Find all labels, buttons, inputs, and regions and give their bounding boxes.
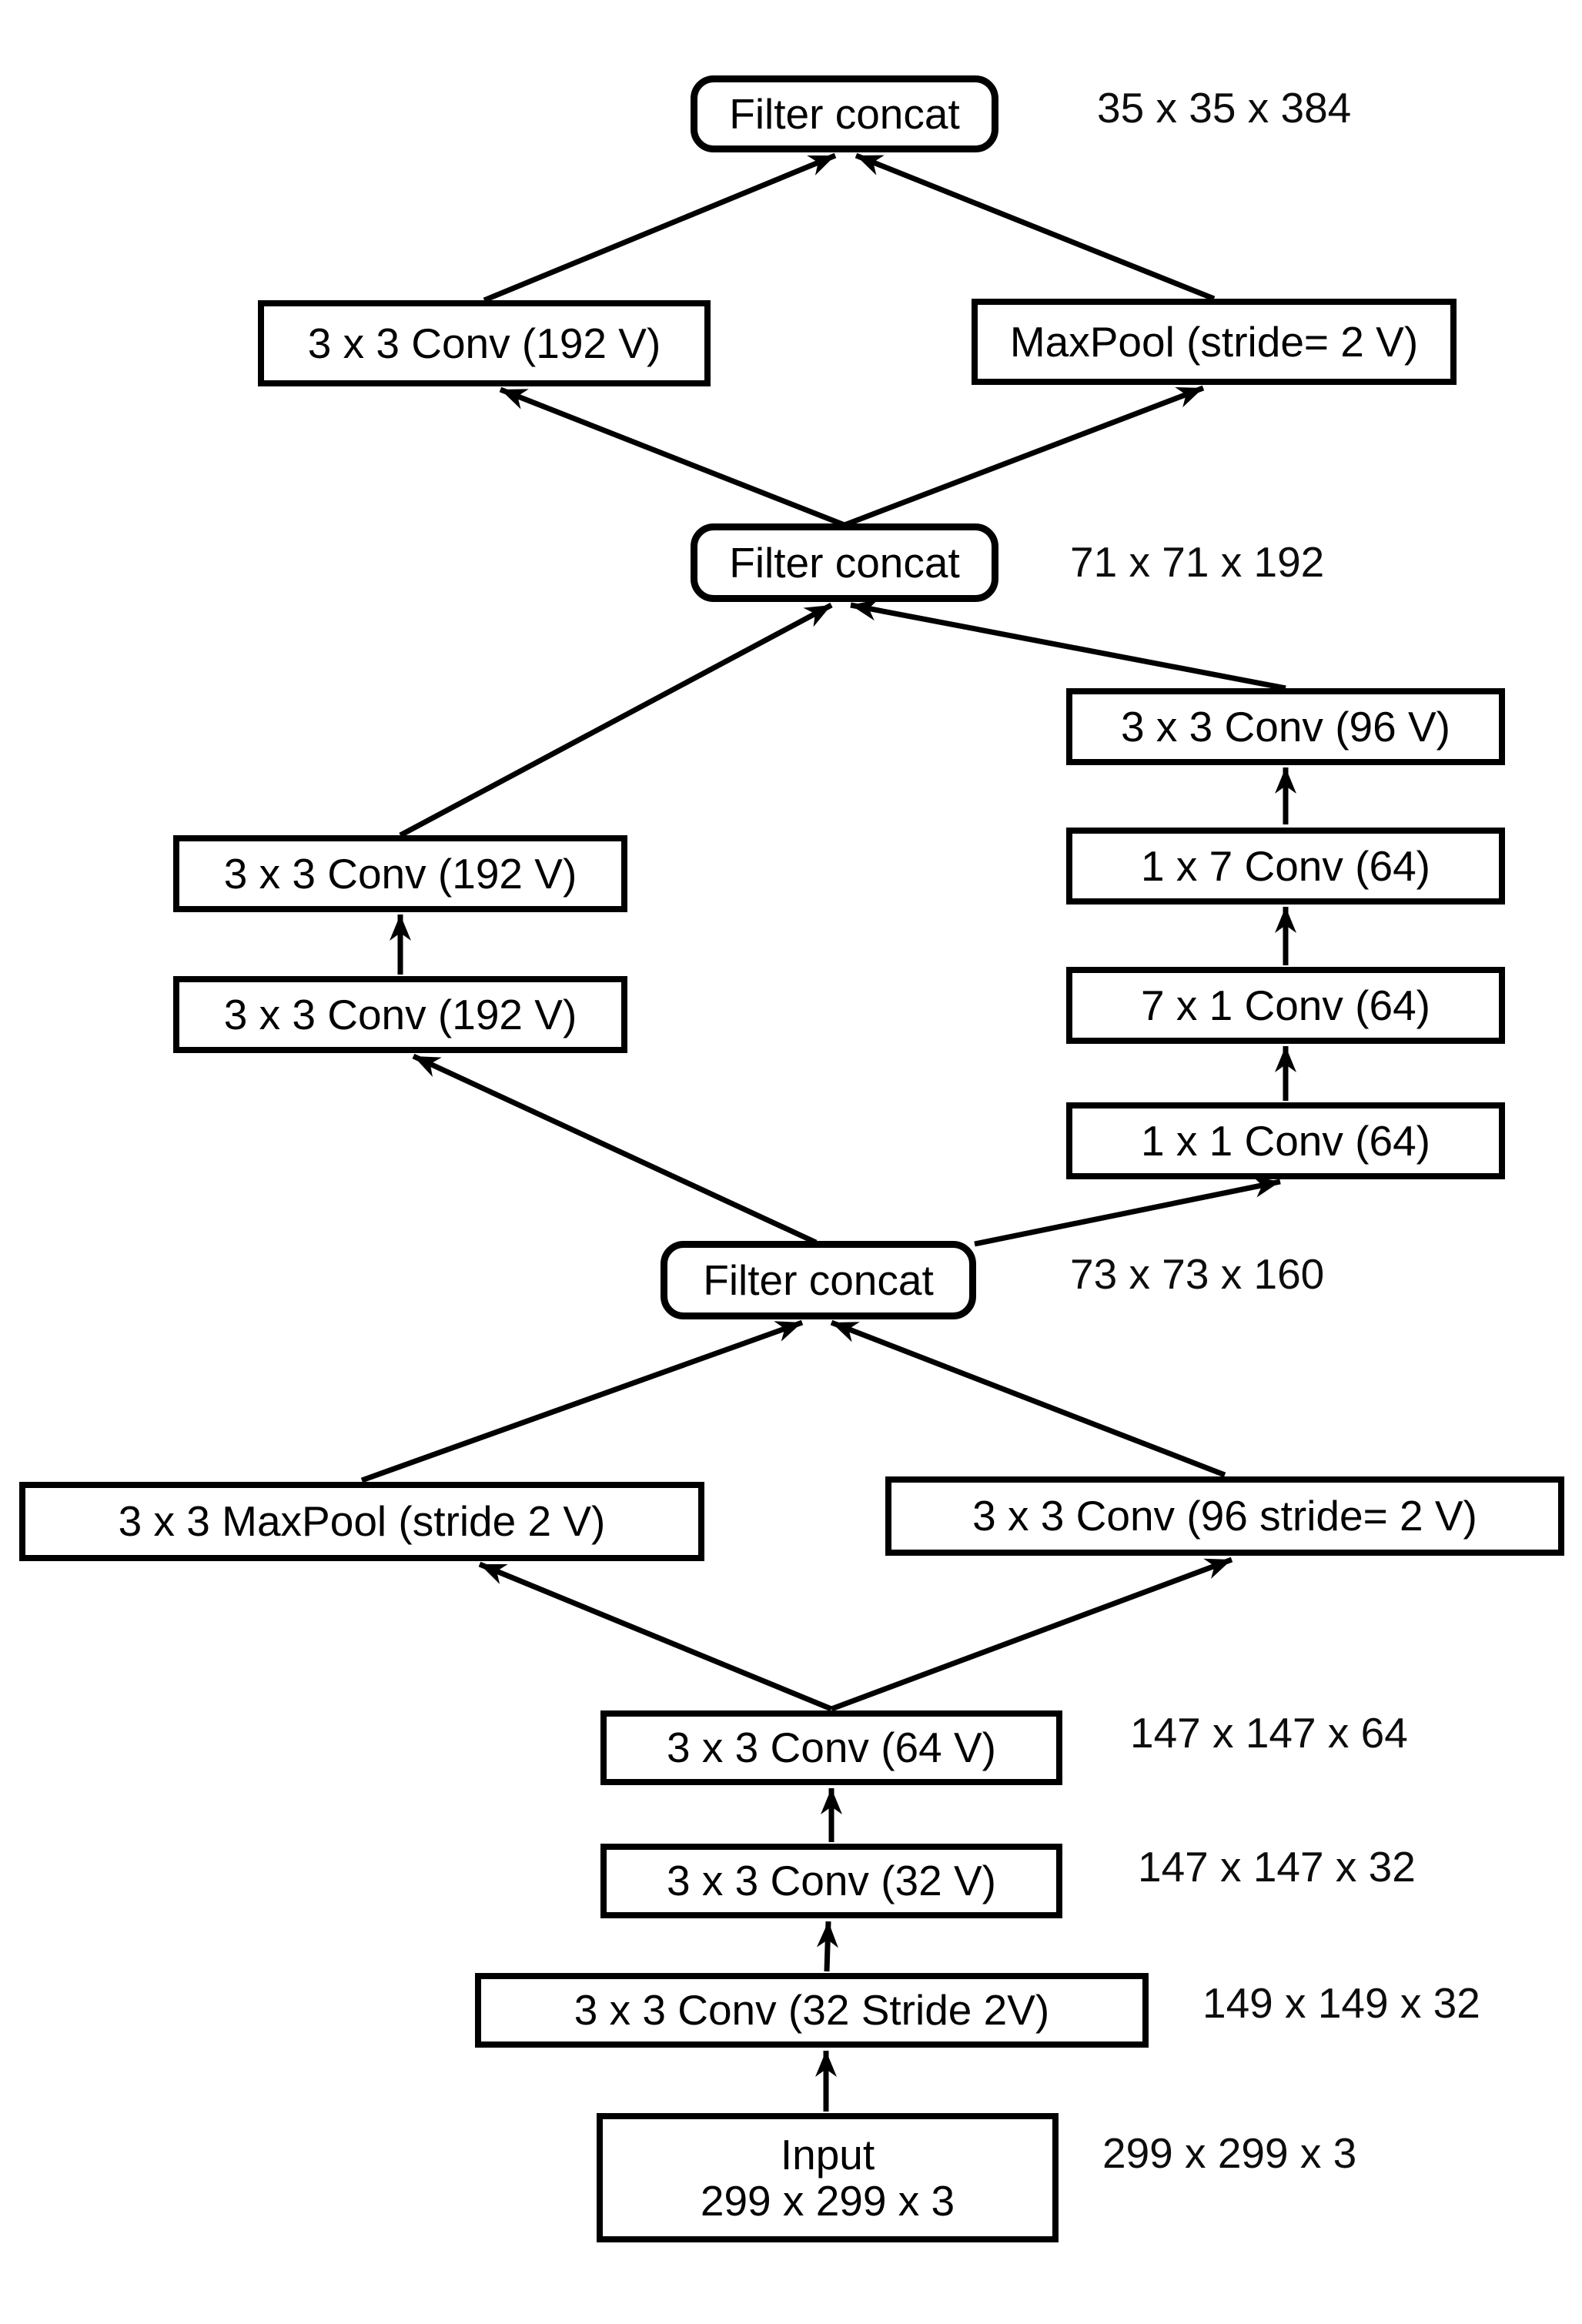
conv192-left-lower: 3 x 3 Conv (192 V) bbox=[173, 976, 627, 1053]
input-title: Input bbox=[780, 2130, 875, 2179]
edge-maxpool-top-right-to-filter-concat-top bbox=[855, 152, 1216, 302]
filter-concat-top: Filter concat bbox=[691, 75, 998, 152]
dim-label-149x149x32: 149 x 149 x 32 bbox=[1202, 1979, 1480, 2027]
dim-label-147x147x64: 147 x 147 x 64 bbox=[1130, 1709, 1408, 1757]
edge-conv96-stride2-to-filter-concat-low bbox=[830, 1319, 1226, 1478]
dim-label-35x35x384: 35 x 35 x 384 bbox=[1097, 84, 1352, 132]
conv32v: 3 x 3 Conv (32 V) bbox=[600, 1844, 1062, 1918]
edge-filter-concat-mid-to-maxpool-top-right bbox=[843, 385, 1205, 528]
conv1x7: 1 x 7 Conv (64) bbox=[1066, 828, 1505, 905]
conv1x1: 1 x 1 Conv (64) bbox=[1066, 1102, 1505, 1179]
filter-concat-low: Filter concat bbox=[661, 1241, 976, 1319]
edge-conv64v-to-maxpool-low-left bbox=[478, 1561, 833, 1712]
conv7x1: 7 x 1 Conv (64) bbox=[1066, 967, 1505, 1044]
maxpool-top-right: MaxPool (stride= 2 V) bbox=[972, 299, 1457, 385]
edge-maxpool-low-left-to-filter-concat-low bbox=[360, 1319, 804, 1483]
conv192-left-upper: 3 x 3 Conv (192 V) bbox=[173, 835, 627, 912]
input-node: Input 299 x 299 x 3 bbox=[597, 2113, 1059, 2242]
filter-concat-mid: Filter concat bbox=[691, 523, 998, 602]
dim-label-147x147x32: 147 x 147 x 32 bbox=[1138, 1843, 1416, 1891]
conv192-top-left: 3 x 3 Conv (192 V) bbox=[258, 300, 711, 386]
dim-label-71x71x192: 71 x 71 x 192 bbox=[1070, 538, 1325, 586]
edge-conv64v-to-conv96-stride2 bbox=[830, 1557, 1233, 1712]
dim-label-299x299x3: 299 x 299 x 3 bbox=[1102, 2129, 1357, 2177]
edge-filter-concat-mid-to-conv192-top-left bbox=[499, 386, 846, 528]
conv96-stride2: 3 x 3 Conv (96 stride= 2 V) bbox=[885, 1476, 1564, 1556]
edge-filter-concat-low-to-conv192-left-lower bbox=[412, 1053, 818, 1246]
dim-label-73x73x160: 73 x 73 x 160 bbox=[1070, 1250, 1325, 1298]
edge-filter-concat-low-to-conv1x1 bbox=[974, 1176, 1281, 1247]
conv64v: 3 x 3 Conv (64 V) bbox=[600, 1710, 1062, 1785]
edge-conv32-stride2-to-conv32v bbox=[816, 1921, 838, 1972]
edge-conv192-left-upper-to-filter-concat-mid bbox=[399, 602, 833, 838]
maxpool-low-left: 3 x 3 MaxPool (stride 2 V) bbox=[19, 1482, 704, 1561]
edge-conv96v-to-filter-concat-mid bbox=[850, 599, 1286, 691]
conv96v: 3 x 3 Conv (96 V) bbox=[1066, 688, 1505, 765]
edge-conv192-top-left-to-filter-concat-top bbox=[483, 152, 837, 303]
input-dims: 299 x 299 x 3 bbox=[700, 2177, 955, 2225]
conv32-stride2: 3 x 3 Conv (32 Stride 2V) bbox=[475, 1973, 1149, 2048]
